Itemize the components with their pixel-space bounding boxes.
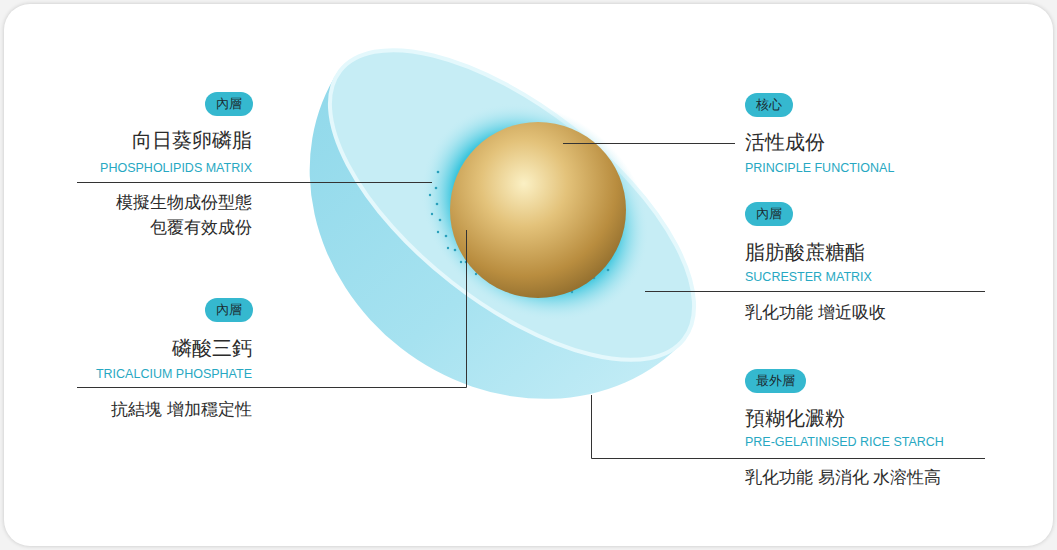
description-text: 乳化功能 易消化 水溶性高	[745, 465, 941, 490]
inner-layer	[377, 58, 692, 366]
layer-badge: 核心	[745, 93, 793, 117]
heading-text: 預糊化澱粉	[745, 406, 845, 430]
leader-line	[592, 395, 986, 459]
badge-text: 核心	[756, 97, 782, 112]
english-name: PRE-GELATINISED RICE STARCH	[745, 435, 944, 450]
description-text: 模擬生物成份型態 包覆有效成份	[106, 190, 252, 240]
heading-text: 向日葵卵磷脂	[132, 128, 252, 152]
description-text: 乳化功能 增近吸收	[745, 300, 886, 325]
layer-badge: 最外層	[745, 369, 806, 393]
badge-text: 最外層	[756, 373, 795, 388]
cut-face	[280, 0, 744, 416]
layer-badge: 內層	[205, 298, 253, 322]
gold-core	[450, 122, 626, 298]
leader-line	[77, 182, 432, 183]
description-text: 抗結塊 增加穩定性	[111, 397, 252, 422]
english-name: PHOSPHOLIPIDS MATRIX	[100, 161, 252, 176]
heading-text: 磷酸三鈣	[172, 336, 252, 360]
badge-text: 內層	[216, 302, 242, 317]
heading-text: 脂肪酸蔗糖酯	[745, 240, 865, 264]
heading-text: 活性成份	[745, 130, 825, 154]
badge-text: 內層	[756, 206, 782, 221]
english-name: PRINCIPLE FUNCTIONAL	[745, 161, 894, 176]
english-name: SUCRESTER MATRIX	[745, 270, 872, 285]
layer-badge: 內層	[745, 202, 793, 226]
layer-badge: 內層	[205, 92, 253, 116]
leader-line	[563, 143, 735, 144]
english-name: TRICALCIUM PHOSPHATE	[96, 367, 252, 382]
badge-text: 內層	[216, 96, 242, 111]
leader-line	[77, 230, 467, 388]
leader-line	[645, 291, 985, 292]
